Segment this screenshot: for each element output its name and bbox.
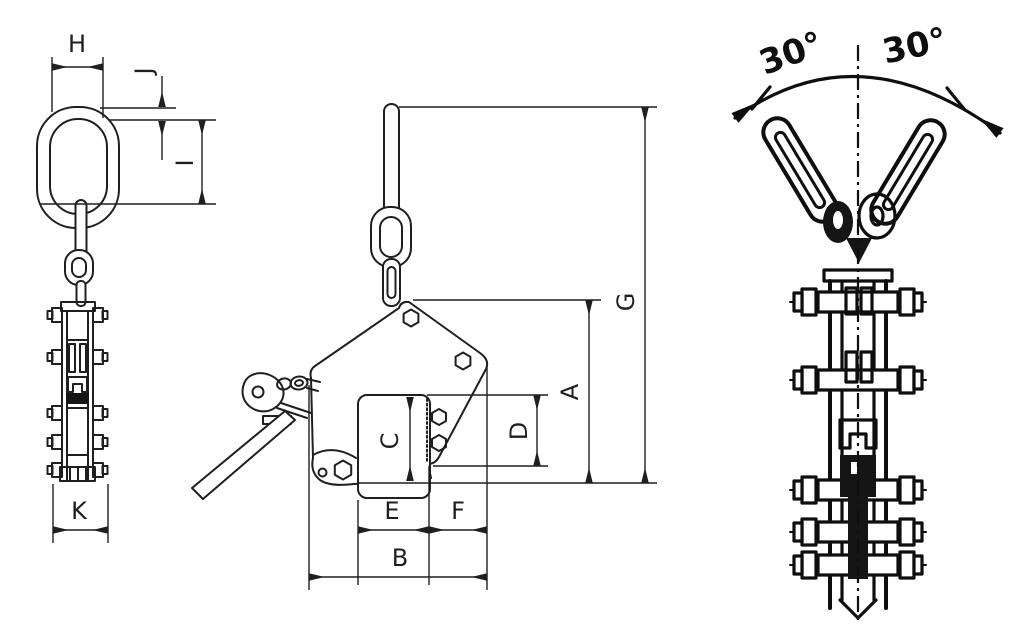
cam-bolt	[454, 351, 472, 371]
arc-tick-right	[945, 86, 967, 112]
dim-label-D: D	[505, 422, 533, 440]
angle-label-left: 30°	[754, 24, 828, 84]
dimension-H: H	[51, 30, 104, 118]
handle	[191, 410, 296, 500]
jaw-bolt-lower	[431, 434, 447, 452]
clamp-body-side	[59, 301, 96, 482]
angle-label-right: 30°	[879, 20, 950, 73]
dim-label-F: F	[451, 497, 465, 525]
clamp-front-view	[191, 103, 489, 500]
dim-label-J: J	[130, 67, 158, 76]
chain-links	[64, 199, 94, 307]
dimension-C: C	[376, 397, 414, 481]
through-bolt-row	[789, 475, 927, 505]
dim-label-K: K	[71, 497, 88, 525]
dimension-F: F	[429, 366, 488, 590]
dimension-A: A	[413, 299, 601, 483]
side-view-dimensions: H J I K	[40, 30, 216, 543]
link-eyes	[823, 192, 897, 263]
arc-tick-left	[750, 85, 772, 111]
dim-label-H: H	[68, 30, 86, 58]
dim-label-G: G	[612, 293, 640, 312]
dim-label-E: E	[384, 497, 399, 525]
dimension-G: G	[399, 106, 657, 483]
dim-label-A: A	[556, 383, 584, 400]
dimension-D: D	[427, 394, 548, 467]
dim-label-C: C	[376, 433, 404, 450]
chain-link-right-30	[869, 118, 947, 226]
clamp-side-view	[36, 106, 120, 482]
front-view-dimensions: C D A G E F	[308, 106, 657, 590]
jaw-bolt-upper	[431, 408, 447, 426]
dimension-I: I	[40, 120, 216, 205]
dim-label-I: I	[171, 159, 199, 166]
dimension-K: K	[52, 484, 109, 543]
release-lever-assembly	[191, 372, 321, 500]
dimension-E: E	[357, 466, 430, 585]
swing-angle-view: 30° 30°	[731, 20, 1004, 625]
pivot-bolt	[402, 308, 420, 328]
foot-bolt	[333, 459, 353, 481]
dimension-B: B	[308, 385, 487, 590]
suspension-chain	[370, 103, 412, 307]
dimension-J: J	[100, 67, 216, 160]
side-bolts	[46, 307, 109, 478]
dim-label-B: B	[392, 544, 408, 572]
clamp-body-front	[309, 300, 489, 499]
